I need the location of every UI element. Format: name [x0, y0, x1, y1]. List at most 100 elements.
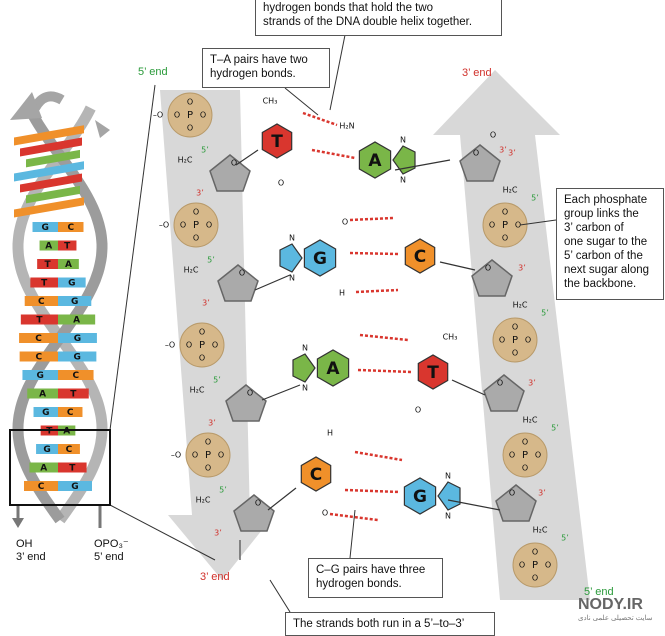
left-ch2-3: H₂C [190, 386, 205, 395]
right-nucleotide-3-sugar-o: O [497, 379, 503, 388]
helix-rung-letter: G [37, 371, 44, 381]
right-nucleotide-1-phosphate-sphere [482, 202, 528, 248]
glycosidic-bond-g4 [447, 499, 501, 511]
helix-rung-letter: C [72, 371, 79, 381]
left-ch2-2: H₂C [184, 266, 199, 275]
left-nucleotide-4-phosphate-o-right: O [218, 451, 224, 460]
left-5prime-carbon-3: 5’ [213, 376, 221, 385]
helix-rung-left [29, 462, 58, 473]
helix-rung-letter: G [68, 279, 75, 289]
right-nucleotide-4-phosphate-o-left: O [519, 561, 525, 570]
callout-hydrogen-bonds: hydrogen bonds that hold the two strands… [255, 0, 502, 36]
helix-rung-left [20, 314, 58, 325]
left-nucleotide-4-phosphate-sphere [185, 432, 231, 478]
left-nucleotide-3-phosphate-o-top: O [199, 328, 205, 337]
zoom-line-top [109, 84, 156, 431]
left-5prime-carbon-4: 5’ [219, 486, 227, 495]
left-nucleotide-2-phosphate-o-left: O [180, 221, 186, 230]
right-top-3prime: 3’ [499, 146, 507, 155]
helix-rung-letter: T [64, 242, 71, 252]
hbond-ta-1 [302, 111, 338, 127]
helix-top-rung [20, 173, 82, 193]
helix-rung-letter: T [45, 260, 52, 270]
guanine-pair4-imidazole-ring [437, 481, 461, 511]
helix-rung-right [58, 333, 97, 343]
helix-oh-arrow [12, 518, 24, 528]
right-nucleotide-2-phosphate-sphere [492, 317, 538, 363]
thymine-pair3-letter: T [427, 363, 439, 383]
right-nucleotide-3-phosphate-o-top: O [522, 438, 528, 447]
left-3prime-carbon-4: 3’ [214, 529, 222, 538]
right-ch2-4: H₂C [533, 526, 548, 535]
left-nucleotide-4-sugar-ring [233, 494, 275, 532]
hbond-gc-1 [349, 216, 394, 222]
right-nucleotide-2-phosphate-o-top: O [512, 323, 518, 332]
hbond-gc-2 [349, 251, 399, 256]
right-nucleotide-2-sugar-o: O [485, 264, 491, 273]
adenine-pair3-n7: N [302, 344, 308, 353]
right-3prime-carbon-2: 3’ [518, 264, 526, 273]
callout-phosphate-line2: group links the [564, 208, 639, 220]
helix-rung-right [58, 351, 97, 362]
left-nucleotide-3-phosphate-o-bottom: O [199, 354, 205, 363]
left-nucleotide-2-phosphate-o-bottom: O [193, 234, 199, 243]
glycosidic-bond-c4 [267, 487, 297, 511]
helix-rung-letter: T [69, 464, 76, 474]
left-nucleotide-2-phosphate-o-top: O [193, 208, 199, 217]
right-nucleotide-2-sugar-ring [471, 259, 513, 297]
helix-oh-end-label: 3’ end [16, 551, 46, 563]
glycosidic-bond-c [439, 261, 476, 271]
helix-rung-left [37, 259, 58, 269]
adenine-pair3-imidazole-ring [292, 353, 316, 383]
guanine-pair4-ring [403, 477, 437, 515]
hbond-at-2 [357, 368, 413, 374]
helix-rung-right [58, 296, 92, 306]
left-nucleotide-4-phosphate-p: P [205, 450, 211, 461]
helix-backbone-ribbon-a [12, 105, 108, 524]
guanine-pair2-letter: G [313, 249, 327, 269]
left-nucleotide-4-phosphate-o-bottom: O [205, 464, 211, 473]
adenine-nh2: H₂N [339, 122, 354, 131]
guanine-o6: O [342, 218, 348, 227]
helix-rung-letter: A [39, 390, 46, 400]
right-nucleotide-3-sugar-ring [483, 374, 525, 412]
helix-rung-letter: G [74, 334, 81, 344]
helix-rung-left [24, 481, 58, 491]
right-5prime-carbon-1: 5’ [531, 194, 539, 203]
helix-rung-letter: A [45, 242, 52, 252]
cytosine-pair2-letter: C [414, 247, 426, 267]
helix-rung-letter: A [40, 464, 47, 474]
helix-rung-left [30, 277, 58, 288]
helix-opo3-label: OPO₃⁻ [94, 538, 129, 550]
helix-rung-letter: G [43, 445, 50, 455]
hbond-cg-1 [354, 450, 403, 462]
right-nucleotide-1-phosphate-o-left: O [489, 221, 495, 230]
right-ch2-3: H₂C [523, 416, 538, 425]
helix-rung-right [58, 388, 89, 399]
helix-rung-right [58, 277, 86, 288]
helix-rung-letter: G [71, 297, 78, 307]
helix-rung-left [27, 388, 58, 399]
right-ch2-1: H₂C [503, 186, 518, 195]
helix-arrowhead [10, 92, 42, 120]
helix-rung-letter: C [36, 353, 43, 363]
left-phosphate-charge-4: –O [171, 451, 181, 460]
left-3prime-carbon-1: 3’ [196, 189, 204, 198]
right-nucleotide-2-phosphate-o-right: O [525, 336, 531, 345]
helix-rung-letter: G [73, 353, 80, 363]
right-nucleotide-1-phosphate-o-top: O [502, 208, 508, 217]
left-nucleotide-1-phosphate-sphere [167, 92, 213, 138]
right-nucleotide-4-sugar-o: O [509, 489, 515, 498]
helix-zoom-box [9, 429, 111, 506]
left-phosphate-charge-1: –O [153, 111, 163, 120]
right-top-oxygen: O [490, 131, 496, 140]
left-nucleotide-2-phosphate-o-right: O [206, 221, 212, 230]
helix-rung-right [58, 370, 94, 380]
helix-top-rung [14, 197, 84, 218]
left-nucleotide-2-sugar-ring [217, 264, 259, 302]
helix-rung-left [24, 296, 58, 306]
left-nucleotide-1-sugar-ring [209, 154, 251, 192]
